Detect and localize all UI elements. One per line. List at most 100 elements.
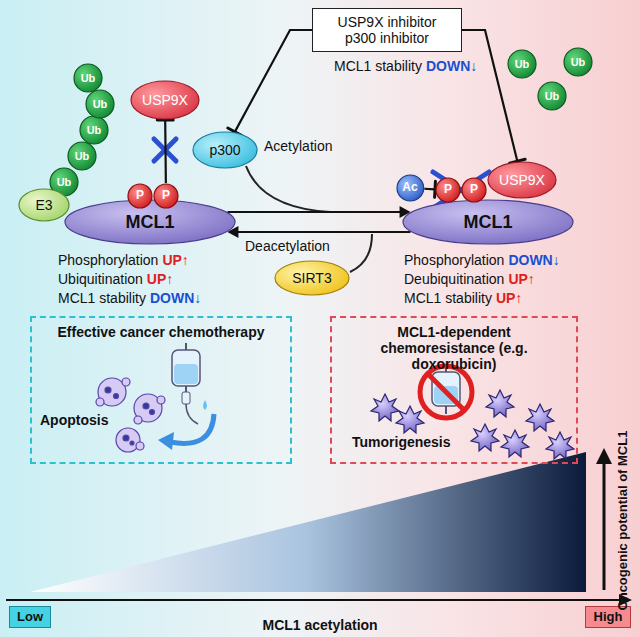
tumor-cells-part: [501, 430, 529, 457]
oncogenic-axis-part: [603, 462, 606, 590]
node-text-group: High: [594, 610, 623, 625]
node-text-group: Ub: [57, 176, 72, 189]
change-indicator: UP↑: [496, 290, 522, 306]
node-text-group: p300: [209, 142, 240, 158]
connector-line: [235, 231, 410, 233]
oncogenic-axis-part: [596, 448, 612, 464]
connector-line: [164, 120, 167, 183]
node-label: MCL1: [464, 212, 513, 233]
node-label: Low: [17, 610, 43, 625]
node-label: P: [136, 189, 144, 203]
panel-label: MCL1 acetylation: [263, 617, 378, 633]
node-text-group: SIRT3: [292, 270, 331, 286]
apoptotic-cells-part: [105, 387, 111, 393]
apoptotic-cells-part: [143, 403, 149, 409]
sirt3-enzyme: SIRT3: [274, 260, 350, 296]
tumor-cells-part: [526, 404, 554, 431]
node-text-group: Low: [17, 610, 43, 625]
drug-arrow-part: [158, 432, 174, 450]
node-label: MCL1-dependent chemoresistance (e.g. dox…: [347, 324, 562, 372]
apoptotic-cells-part: [114, 394, 119, 399]
node-label: Ub: [93, 98, 108, 111]
phospho-circle: P: [127, 183, 153, 209]
node-label: Ub: [75, 150, 90, 163]
connector-line: [462, 30, 517, 161]
node-label: P: [162, 189, 170, 203]
iv-bag-left-part: [185, 343, 187, 350]
acetylation-axis: [6, 594, 632, 606]
drug-arrow: [158, 414, 214, 450]
node-text-group: P: [444, 183, 452, 197]
status-label: Phosphorylation: [404, 252, 504, 268]
change-indicator: DOWN↓: [508, 252, 559, 268]
change-indicator: DOWN↓: [426, 58, 477, 74]
node-label: Ub: [81, 72, 96, 85]
status-label: Deubiquitination: [404, 271, 504, 287]
node-text-group: Ub: [75, 150, 90, 163]
node-label: Ac: [402, 181, 417, 195]
node-label: E3: [35, 197, 52, 213]
change-indicator: UP↑: [508, 271, 534, 287]
iv-bag-left-part: [174, 364, 198, 384]
status-row: MCL1 stabilityDOWN↓: [334, 58, 477, 74]
prohibition-sign-part: [420, 366, 472, 418]
e3-ligase: E3: [18, 188, 70, 222]
node-label: Effective cancer chemotherapy: [58, 324, 265, 340]
node-label: Ub: [545, 90, 560, 103]
inhibition-connector: [462, 30, 525, 163]
status-row: PhosphorylationDOWN↓: [404, 252, 560, 268]
tumor-cells-part: [396, 406, 424, 433]
node-text-group: Ub: [515, 58, 530, 71]
status-label: MCL1 stability: [58, 290, 146, 306]
oncogenic-gradient-wedge: [30, 452, 586, 592]
node-text-group: P: [470, 183, 478, 197]
change-indicator: DOWN↓: [150, 290, 201, 306]
node-outline-shape: [154, 184, 178, 208]
node-outline-shape: [403, 200, 573, 244]
tumor-cells-part: [546, 432, 574, 459]
node-outline-shape: [131, 81, 199, 119]
iv-bag-left-part: [186, 404, 198, 424]
status-label: MCL1 stability: [404, 290, 492, 306]
status-label: Ubiquitination: [58, 271, 143, 287]
chemotherapy-panel: Effective cancer chemotherapy: [30, 316, 292, 464]
change-indicator: UP↑: [147, 271, 173, 287]
node-text-group: Ub: [571, 56, 586, 69]
node-label: Ub: [571, 56, 586, 69]
phospho-circle: P: [461, 177, 487, 203]
apoptotic-cells-part: [96, 398, 104, 406]
phospho-circle: P: [435, 177, 461, 203]
node-outline-shape: [436, 178, 460, 202]
status-row: MCL1 stabilityUP↑: [404, 290, 522, 306]
ubiquitin-circle: Ub: [73, 63, 103, 93]
ubiquitin-circle: Ub: [67, 141, 97, 171]
iv-bag-left-part: [172, 350, 200, 386]
apoptotic-cells-part: [136, 442, 144, 450]
prohibition-sign: [420, 366, 472, 418]
node-text-group: Effective cancer chemotherapy: [58, 324, 265, 340]
node-text-group: Ub: [87, 124, 102, 137]
node-outline-shape: [508, 50, 536, 78]
reaction-label: Deacetylation: [245, 238, 330, 254]
tumor-cells-part: [486, 390, 514, 417]
node-label: USP9X inhibitor: [338, 14, 437, 30]
inhibition-connector: [157, 120, 173, 183]
ubiquitin-circle: Ub: [507, 49, 537, 79]
apoptotic-cells-part: [134, 416, 142, 424]
reaction-arrow: [227, 226, 410, 238]
node-label: High: [594, 610, 623, 625]
usp9x-enzyme: USP9X: [130, 80, 200, 120]
usp9x-enzyme: USP9X: [487, 161, 557, 199]
mcl1-protein: MCL1: [64, 199, 236, 245]
iv-bag-left: [172, 343, 207, 424]
node-outline-shape: [538, 82, 566, 110]
p300-feed-arc: [246, 166, 330, 212]
status-row: UbiquitinationUP↑: [58, 271, 173, 287]
inhibitor-box: USP9X inhibitorp300 inhibitor: [312, 8, 462, 52]
node-text-group: P: [162, 189, 170, 203]
node-label: p300 inhibitor: [338, 30, 437, 46]
node-text-group: Ac: [402, 181, 417, 195]
node-outline-shape: [275, 261, 349, 295]
node-outline-shape: [193, 132, 257, 168]
